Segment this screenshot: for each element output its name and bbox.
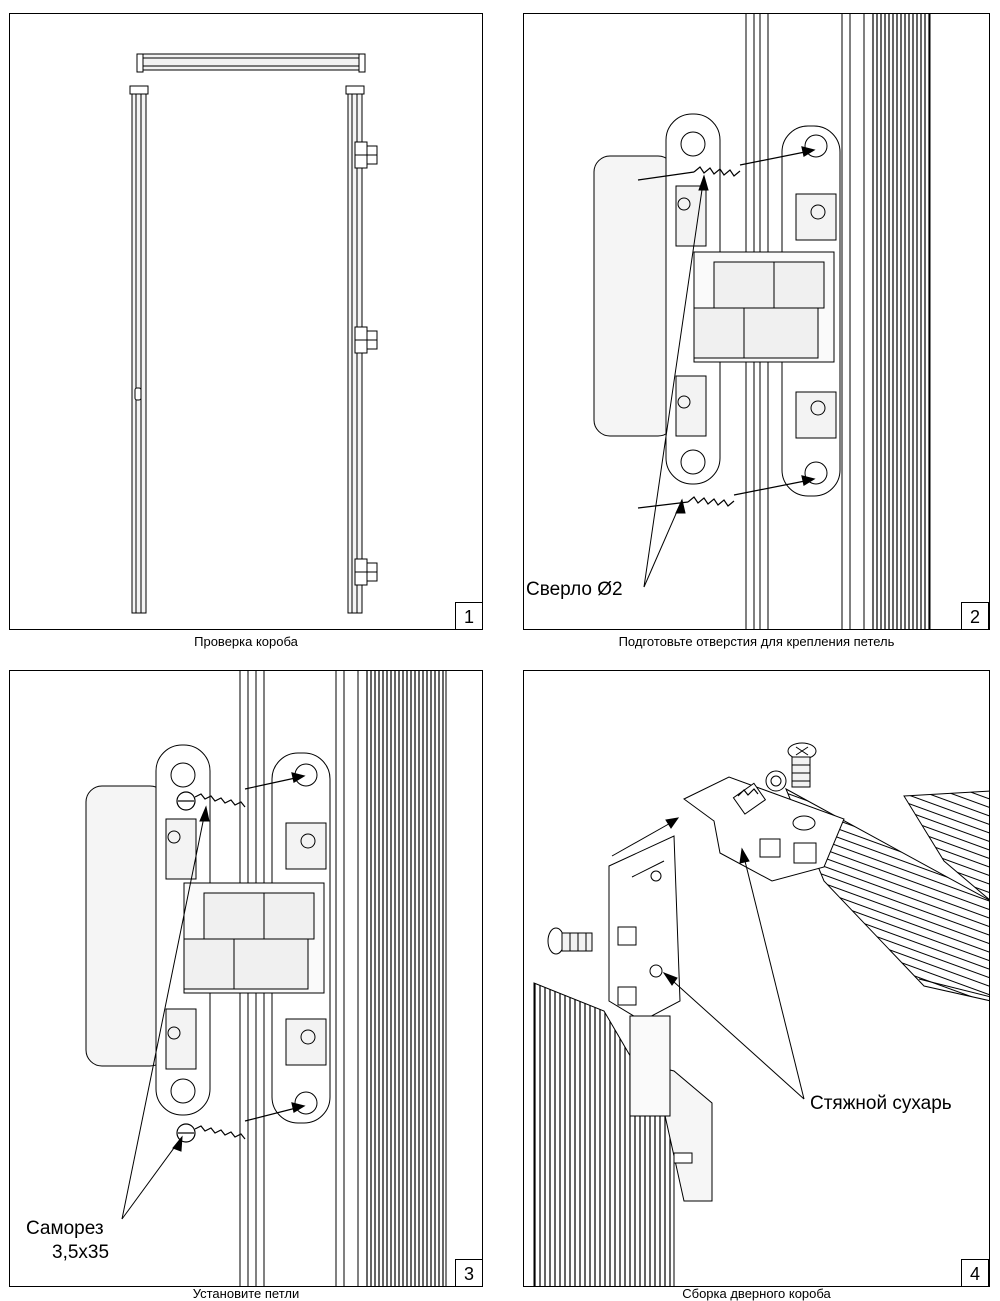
drill-callout: Сверло Ø2 <box>526 579 623 600</box>
step-3-caption: Установите петли <box>192 1286 300 1301</box>
step-number-badge: 3 <box>455 1259 482 1286</box>
step-number-badge: 4 <box>961 1259 989 1286</box>
hinge-install-drawing <box>85 671 447 1286</box>
step-4-caption: Сборка дверного короба <box>682 1286 831 1301</box>
step-4-panel: Стяжной сухарь 4 <box>523 670 990 1287</box>
screw-callout-name: Саморез <box>26 1218 104 1239</box>
connector-callout: Стяжной сухарь <box>810 1093 952 1114</box>
step-3-panel: Саморез 3,5x35 3 <box>9 670 483 1287</box>
step-number-badge: 2 <box>961 602 989 629</box>
screw-callout-size: 3,5x35 <box>52 1242 110 1263</box>
step-2-panel: Сверло Ø2 2 <box>523 13 990 630</box>
step-1-caption: Проверка короба <box>194 634 298 649</box>
step-2-caption: Подготовьте отверстия для крепления пете… <box>618 634 895 649</box>
step-1-panel: 1 <box>9 13 483 630</box>
frame-assembly-drawing <box>533 742 989 1286</box>
door-frame-drawing <box>129 53 378 614</box>
hinge-drilling-drawing <box>593 14 931 629</box>
step-number-badge: 1 <box>455 602 482 629</box>
